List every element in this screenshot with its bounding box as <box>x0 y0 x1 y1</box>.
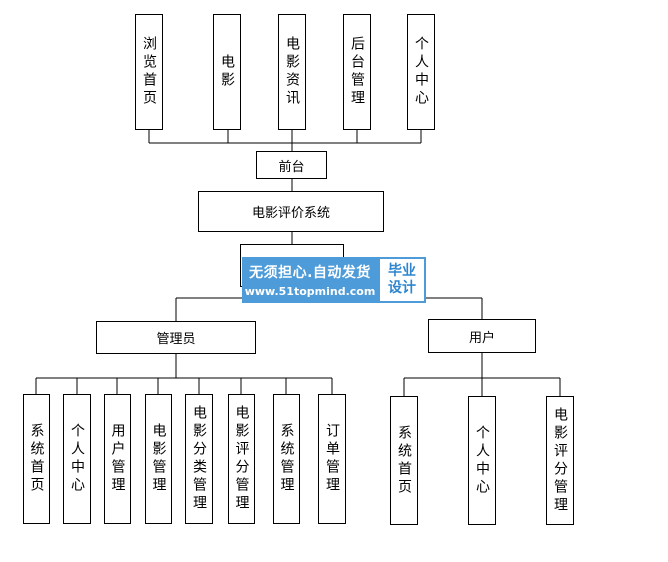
node-user-system-home: 系统首页 <box>390 396 418 525</box>
node-label: 个人中心 <box>474 424 490 497</box>
node-movie-news: 电影资讯 <box>278 14 306 130</box>
watermark-badge: 毕业 设计 <box>378 257 426 303</box>
watermark-panel: 无须担心.自动发货 www.51topmind.com <box>242 257 378 303</box>
node-label: 浏览首页 <box>141 36 157 108</box>
node-admin-system-mgmt: 系统管理 <box>273 394 300 524</box>
node-system: 电影评价系统 <box>198 191 384 232</box>
node-label: 电影评分管理 <box>552 406 568 515</box>
node-label: 电影评分管理 <box>233 405 250 513</box>
node-label: 用户 <box>468 330 495 346</box>
node-label: 管理员 <box>156 332 196 347</box>
node-backend: 后台管理 <box>343 14 371 130</box>
watermark: 无须担心.自动发货 www.51topmind.com 毕业 设计 <box>242 257 426 303</box>
node-admin-system-home: 系统首页 <box>23 394 50 524</box>
node-admin: 管理员 <box>96 321 256 354</box>
node-admin-user-mgmt: 用户管理 <box>104 394 131 524</box>
node-admin-category-mgmt: 电影分类管理 <box>185 394 213 524</box>
node-label: 系统首页 <box>28 423 45 495</box>
node-label: 个人中心 <box>69 423 85 495</box>
node-label: 电影资讯 <box>284 36 300 108</box>
node-label: 订单管理 <box>324 423 340 495</box>
watermark-badge-line2: 设计 <box>388 280 416 296</box>
node-movie: 电影 <box>213 14 241 130</box>
node-label: 个人中心 <box>413 36 429 108</box>
node-frontend: 前台 <box>256 151 327 179</box>
node-label: 电影评价系统 <box>251 206 330 221</box>
node-label: 系统首页 <box>396 424 412 497</box>
node-label: 电影分类管理 <box>191 405 207 513</box>
node-admin-order-mgmt: 订单管理 <box>318 394 346 524</box>
node-admin-rating-mgmt: 电影评分管理 <box>228 394 255 524</box>
node-label: 电影 <box>219 54 235 90</box>
node-label: 前台 <box>278 159 305 175</box>
watermark-url: www.51topmind.com <box>244 285 376 298</box>
node-admin-movie-mgmt: 电影管理 <box>145 394 172 524</box>
node-browse-home: 浏览首页 <box>135 14 163 130</box>
node-user: 用户 <box>428 319 536 353</box>
node-user-rating-mgmt: 电影评分管理 <box>546 396 574 525</box>
node-user-personal-center: 个人中心 <box>468 396 496 525</box>
watermark-slogan: 无须担心.自动发货 <box>249 265 371 281</box>
node-label: 后台管理 <box>349 36 365 108</box>
node-admin-personal-center: 个人中心 <box>63 394 91 524</box>
watermark-badge-line1: 毕业 <box>388 263 416 280</box>
node-personal-center: 个人中心 <box>407 14 435 130</box>
node-label: 用户管理 <box>109 423 126 495</box>
node-label: 电影管理 <box>150 423 167 495</box>
node-label: 系统管理 <box>278 423 295 495</box>
